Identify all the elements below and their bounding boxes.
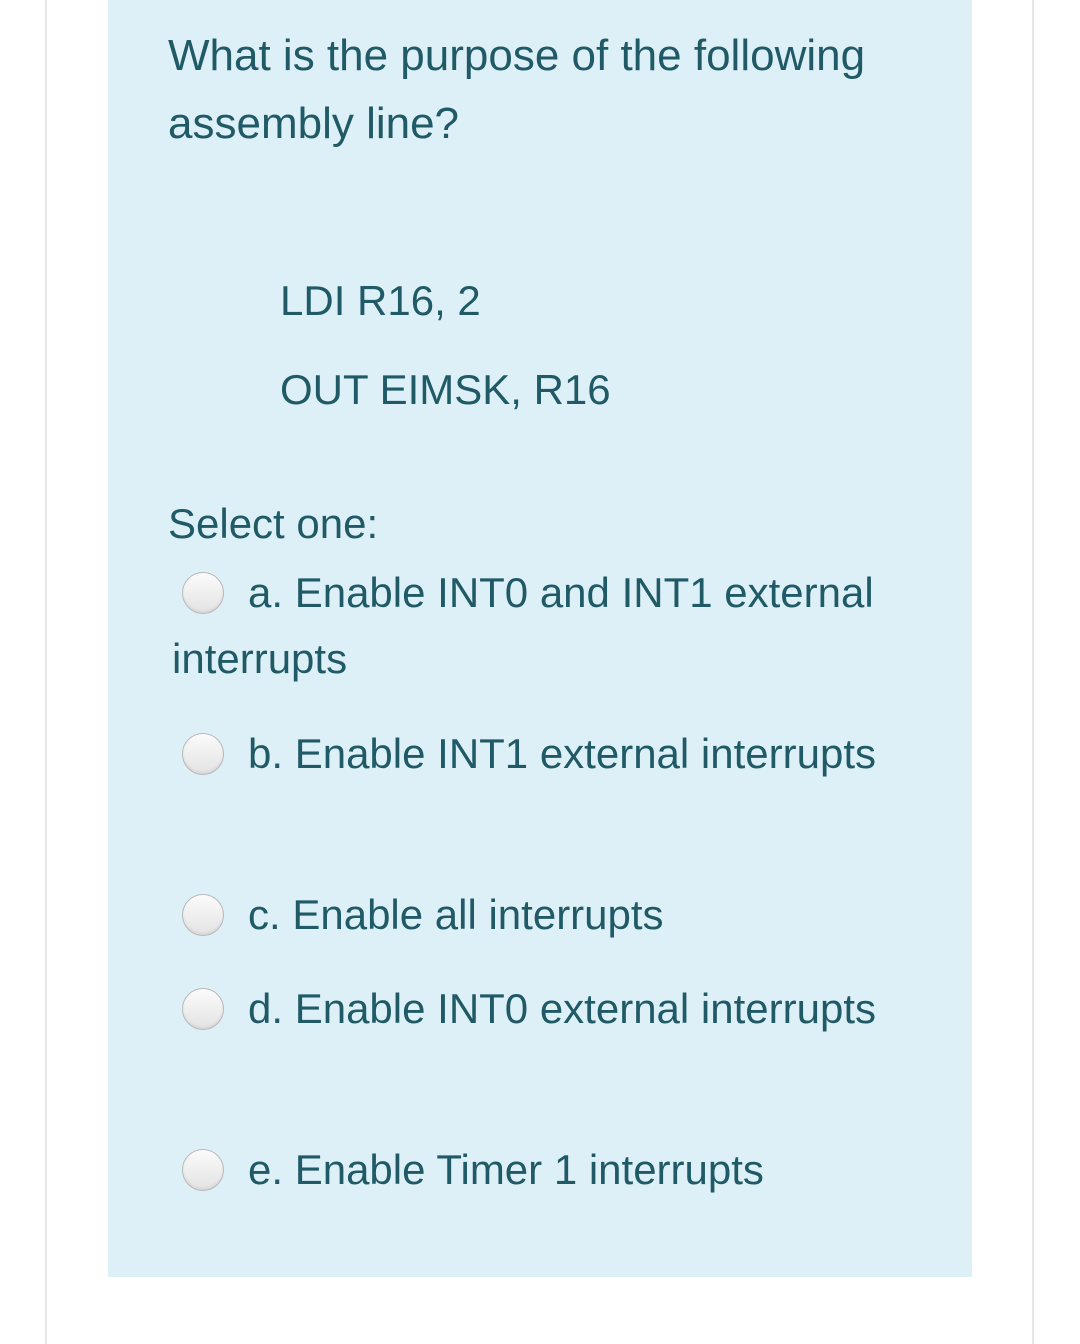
radio-unchecked-icon[interactable] (182, 733, 224, 775)
select-one-prompt: Select one: (168, 500, 379, 547)
answer-option-label: d. Enable INT0 external interrupts (248, 985, 876, 1032)
answer-option-label: b. Enable INT1 external interrupts (248, 730, 876, 777)
radio-unchecked-icon[interactable] (182, 1149, 224, 1191)
page-border-right (1032, 0, 1034, 1344)
answer-option-label: c. Enable all interrupts (248, 891, 664, 938)
radio-unchecked-icon[interactable] (182, 894, 224, 936)
code-line-ldi: LDI R16, 2 (280, 277, 481, 324)
radio-unchecked-icon[interactable] (182, 988, 224, 1030)
code-line-out: OUT EIMSK, R16 (280, 366, 611, 413)
answer-option-label: e. Enable Timer 1 interrupts (248, 1146, 764, 1193)
answer-option-label: a. Enable INT0 and INT1 external interru… (172, 569, 874, 682)
page-border-left (45, 0, 47, 1344)
question-text: What is the purpose of the following ass… (168, 31, 866, 148)
radio-unchecked-icon[interactable] (182, 572, 224, 614)
question-panel: What is the purpose of the following ass… (108, 0, 972, 1277)
